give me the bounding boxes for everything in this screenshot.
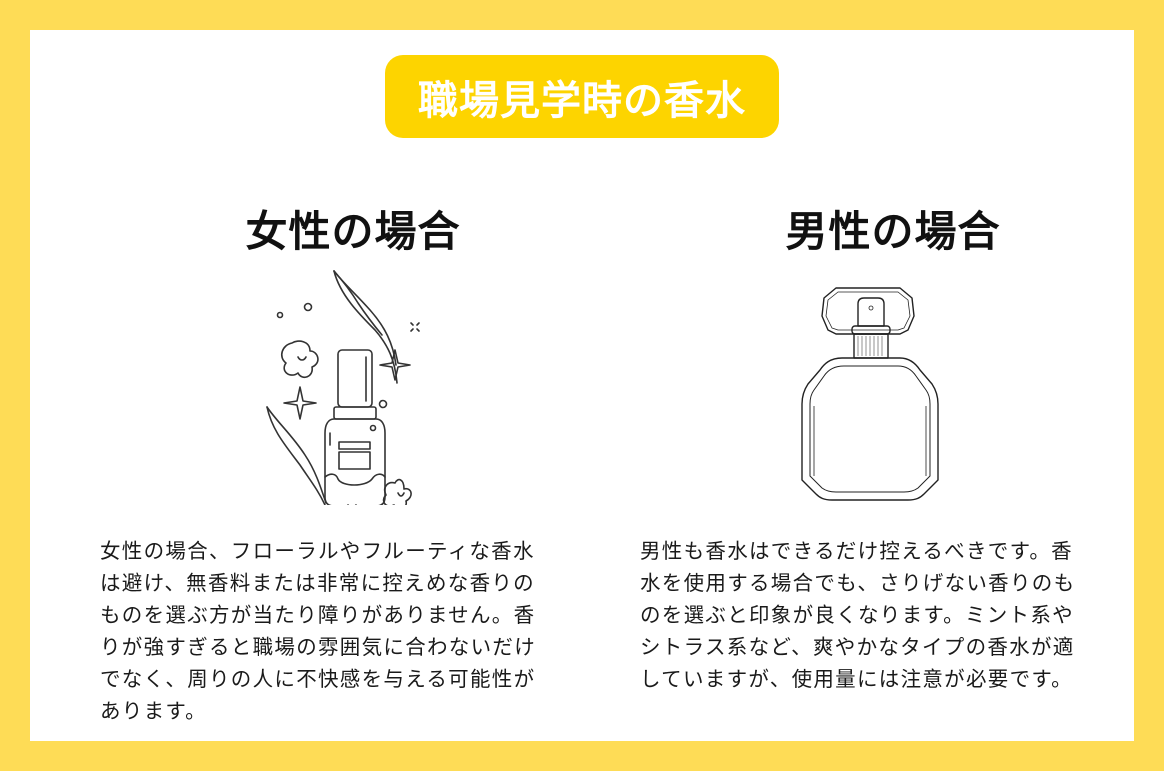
nail-polish-illustration-icon bbox=[230, 265, 430, 520]
content-panel: 職場見学時の香水 女性の場合 bbox=[30, 30, 1134, 741]
section-heading-men: 男性の場合 bbox=[785, 207, 1001, 256]
section-heading-women: 女性の場合 bbox=[245, 207, 461, 256]
page-title: 職場見学時の香水 bbox=[418, 77, 746, 124]
title-banner: 職場見学時の香水 bbox=[385, 55, 779, 138]
section-body-men: 男性も香水はできるだけ控えるべきです。香水を使用する場合でも、さりげない香りのも… bbox=[640, 539, 1076, 691]
section-body-women: 女性の場合、フローラルやフルーティな香水は避け、無香料または非常に控えめな香りの… bbox=[100, 539, 536, 723]
perfume-bottle-illustration-icon bbox=[790, 280, 950, 505]
